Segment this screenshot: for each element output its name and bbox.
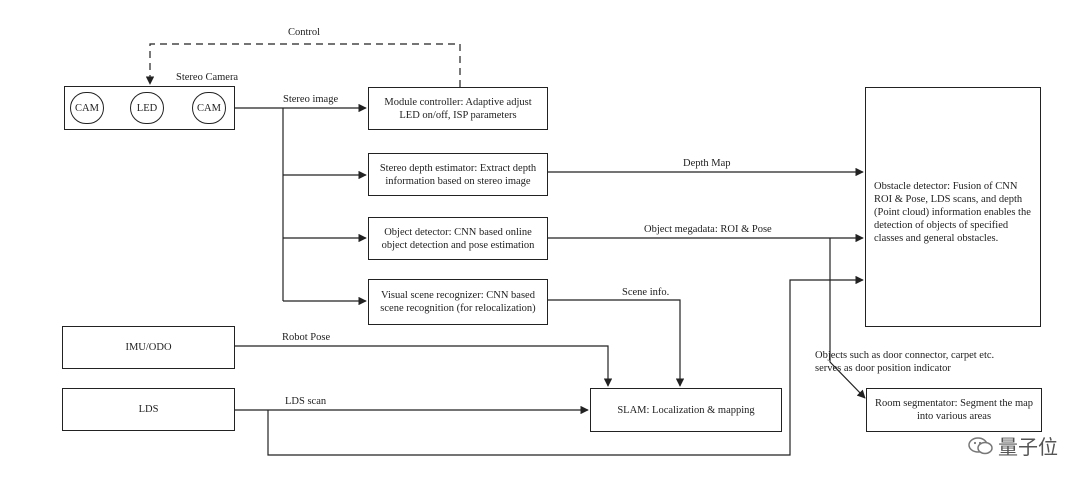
slam-box: SLAM: Localization & mapping (590, 388, 782, 432)
control-label: Control (288, 27, 321, 38)
scene-info-label: Scene info. (622, 287, 670, 298)
objects-note-line1: Objects such as door connector, carpet e… (815, 350, 995, 361)
object-detector-box: Object detector: CNN based online object… (368, 217, 548, 260)
robot-pose-label: Robot Pose (282, 332, 331, 343)
wechat-icon (968, 436, 993, 454)
stereo-camera-title: Stereo Camera (176, 72, 239, 83)
scene-info-arrow (548, 299, 685, 387)
depth-estimator-box: Stereo depth estimator: Extract depth in… (368, 153, 548, 196)
watermark-text: 量子位 (998, 435, 1058, 459)
obstacle-detector-box: Obstacle detector: Fusion of CNN ROI & P… (865, 87, 1041, 327)
lds-to-obstacle-arrow (267, 275, 864, 456)
robot-pose-arrow (235, 345, 613, 387)
depth-map-label: Depth Map (683, 158, 731, 169)
stereo-image-label: Stereo image (283, 94, 339, 105)
imu-odo-box: IMU/ODO (62, 326, 235, 369)
lds-box: LDS (62, 388, 235, 431)
objects-note-line2: serves as door position indicator (815, 363, 951, 374)
right-cam: CAM (192, 92, 226, 124)
control-dashed-line (145, 43, 461, 87)
watermark: 量子位 (968, 431, 1058, 460)
led: LED (130, 92, 164, 124)
lds-scan-label: LDS scan (285, 396, 327, 407)
left-cam: CAM (70, 92, 104, 124)
object-metadata-label: Object megadata: ROI & Pose (644, 224, 772, 235)
objects-to-room-arrow (829, 238, 866, 399)
scene-recognizer-box: Visual scene recognizer: CNN based scene… (368, 279, 548, 325)
module-controller-box: Module controller: Adaptive adjust LED o… (368, 87, 548, 130)
room-segmentator-box: Room segmentator: Segment the map into v… (866, 388, 1042, 432)
